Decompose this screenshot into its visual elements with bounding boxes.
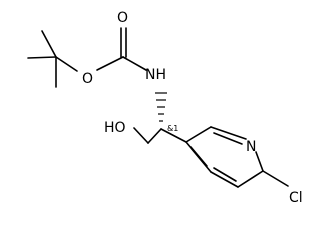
bond-ch2-stereocenter: [147, 128, 162, 144]
bond-ho-ch2: [133, 127, 149, 144]
bond-stereocenter-pyridine: [160, 128, 187, 143]
atom-amine-nh: NH: [145, 67, 166, 83]
atom-hydroxyl: HO: [104, 120, 126, 136]
hashed-wedge-bond: [155, 92, 167, 122]
bond-ring-c6-c5: [237, 170, 264, 188]
bond-ester-o-carbonyl-c: [96, 56, 124, 71]
atom-pyridine-nitrogen: N: [246, 139, 256, 155]
bond-ring-n-c6: [255, 151, 264, 172]
atom-carbonyl-oxygen: O: [117, 10, 128, 26]
structure-drawing: O O NH HO &1 N Cl: [27, 10, 303, 206]
atom-ester-oxygen: O: [82, 71, 93, 87]
bond-tbu-ester-o: [55, 56, 78, 72]
bond-ring-c5-c4: [210, 171, 239, 188]
atom-chlorine: Cl: [289, 190, 303, 206]
bond-ring-c3-c2: [185, 126, 212, 143]
bond-c6-cl: [262, 170, 289, 187]
atom-labels: O O NH HO &1 N Cl: [82, 10, 303, 206]
bond-ring-c5-c4-inner: [213, 167, 237, 182]
bond-tbu-methyl-top: [41, 30, 57, 58]
bond-tbu-methyl-left: [27, 56, 57, 59]
bonds: [27, 27, 289, 188]
stereo-label: &1: [167, 124, 178, 133]
bond-ring-c2-n-inner: [213, 132, 243, 145]
bond-ring-c2-n: [210, 126, 247, 140]
bond-carbonyl-c-n: [122, 56, 147, 71]
bond-ring-c4-c3-inner: [190, 146, 208, 167]
